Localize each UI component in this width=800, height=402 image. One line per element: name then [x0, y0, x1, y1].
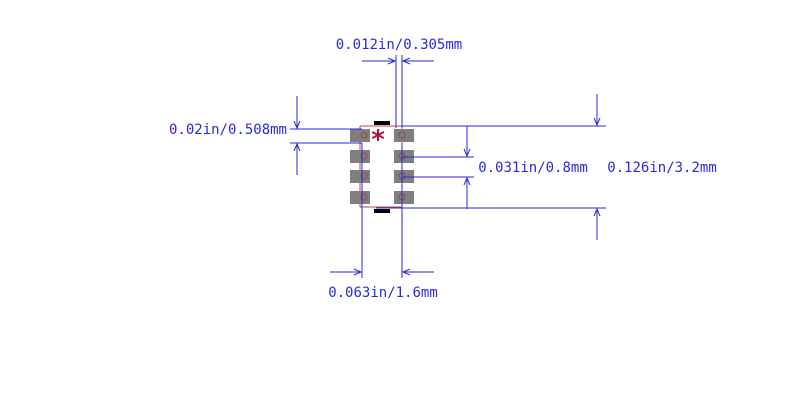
- pad-height-arrow-bottom: [293, 142, 301, 152]
- pad-width-arrow-right: [401, 57, 411, 65]
- pin-circle-left-1: [360, 131, 368, 139]
- pitch-arrow-bottom: [463, 176, 471, 186]
- top-orientation-bar: [374, 121, 390, 125]
- pad-span-arrow-right: [401, 268, 411, 276]
- pin-circle-left-3: [360, 172, 368, 180]
- pad-span-label: 0.063in/1.6mm: [328, 285, 438, 301]
- pad-width-label: 0.012in/0.305mm: [336, 37, 462, 53]
- pitch-arrow-top: [463, 148, 471, 158]
- pad-height-arrow-top: [293, 120, 301, 130]
- pin-circle-left-4: [360, 193, 368, 201]
- bottom-orientation-bar: [374, 209, 390, 213]
- pad-width-arrow-left: [387, 57, 397, 65]
- body-length-label: 0.126in/3.2mm: [607, 160, 717, 176]
- pin-circle-right-1: [398, 131, 406, 139]
- body-length-arrow-bottom: [593, 207, 601, 217]
- body-length-arrow-top: [593, 117, 601, 127]
- pad-right-1: [394, 129, 414, 142]
- pin1-marker: *: [371, 125, 385, 155]
- pad-height-label: 0.02in/0.508mm: [169, 122, 287, 138]
- dimension-lines: [290, 55, 606, 278]
- pin-circle-left-2: [360, 152, 368, 160]
- pad-right-4: [394, 191, 414, 204]
- pad-span-arrow-left: [353, 268, 363, 276]
- pitch-label: 0.031in/0.8mm: [478, 160, 588, 176]
- dimension-labels: 0.012in/0.305mm 0.02in/0.508mm 0.031in/0…: [169, 37, 717, 301]
